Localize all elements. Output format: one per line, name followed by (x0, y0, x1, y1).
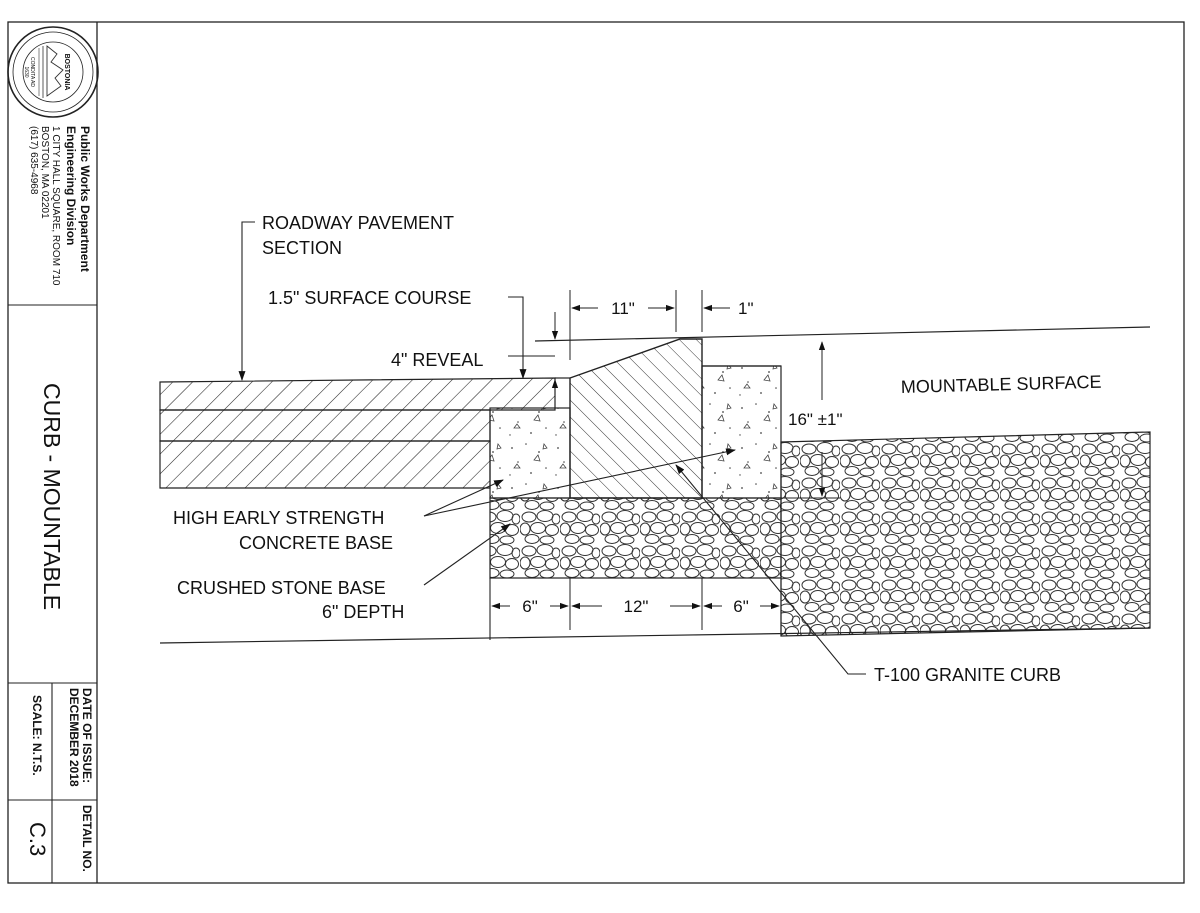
label-mountable-surface: MOUNTABLE SURFACE (901, 372, 1102, 397)
dim-base-center: 12" (624, 597, 649, 616)
division-name: Engineering Division (64, 126, 78, 245)
date-of-issue-value: DECEMBER 2018 (67, 688, 81, 787)
scale-note: SCALE: N.T.S. (30, 695, 44, 776)
title-block: Public Works Department Engineering Divi… (25, 126, 94, 872)
crushed-stone-base (489, 497, 782, 579)
phone-number: (617) 635-4968 (28, 126, 39, 195)
section-drawing (159, 326, 1151, 644)
label-concrete-line2: CONCRETE BASE (239, 533, 393, 553)
callouts: ROADWAY PAVEMENT SECTION 1.5" SURFACE CO… (173, 213, 1102, 685)
dim-top-chamfer: 1" (738, 299, 754, 318)
drawing-title: CURB - MOUNTABLE (39, 383, 65, 610)
dim-height: 16" ±1" (788, 410, 843, 429)
granite-curb (569, 338, 703, 499)
dim-base-left: 6" (522, 597, 538, 616)
address-line1: 1 CITY HALL SQUARE, ROOM 710 (50, 126, 61, 286)
concrete-base-left (489, 407, 571, 499)
concrete-base-right (701, 365, 782, 499)
label-concrete-line1: HIGH EARLY STRENGTH (173, 508, 384, 528)
seal-center-line2: CONDITA AD (29, 57, 35, 87)
label-granite-curb: T-100 GRANITE CURB (874, 665, 1061, 685)
seal-center-line3: 1630 (23, 66, 29, 77)
address-line2: BOSTON, MA 02201 (39, 126, 50, 219)
dim-base-right: 6" (733, 597, 749, 616)
label-reveal: 4" REVEAL (391, 350, 483, 370)
label-crushed-line2: 6" DEPTH (322, 602, 404, 622)
pavement-layers (159, 377, 570, 489)
label-roadway-line2: SECTION (262, 238, 342, 258)
detail-number-value: C.3 (25, 822, 50, 856)
dim-top-width: 11" (611, 299, 635, 318)
seal-center-line1: BOSTONIA (63, 54, 70, 91)
sheet-frame (7, 21, 1185, 884)
label-roadway-line1: ROADWAY PAVEMENT (262, 213, 454, 233)
date-of-issue-label: DATE OF ISSUE: (80, 688, 94, 783)
detail-number-label: DETAIL NO. (80, 805, 94, 872)
department-name: Public Works Department (78, 126, 92, 272)
dimensions: 11" 1" 16" ±1" 6" 12" 6" (491, 290, 843, 616)
mountable-surface-fill (780, 431, 1151, 637)
label-surface-course: 1.5" SURFACE COURSE (268, 288, 471, 308)
city-seal: BOSTONIA CONDITA AD 1630 (7, 26, 99, 118)
label-crushed-line1: CRUSHED STONE BASE (177, 578, 386, 598)
